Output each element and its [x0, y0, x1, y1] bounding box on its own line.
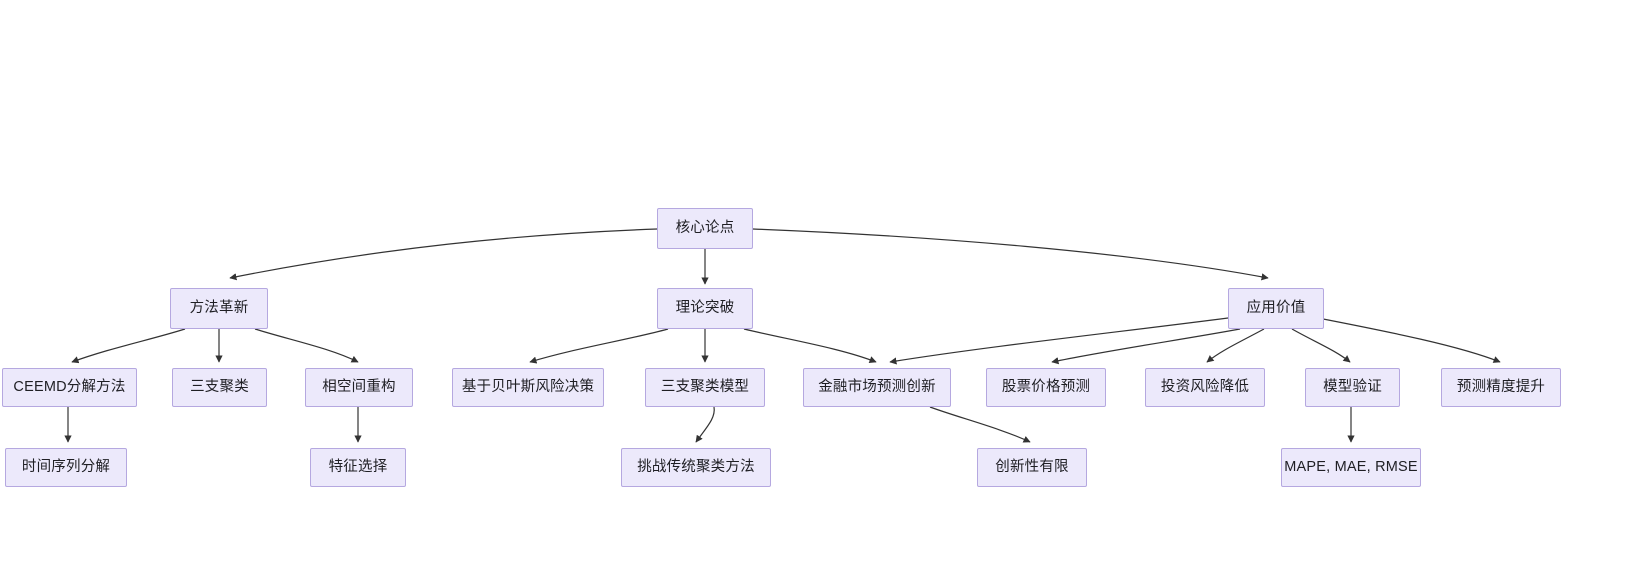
- node-label-bayes: 基于贝叶斯风险决策: [461, 379, 595, 396]
- edge-method-to-ceemd: [71, 328, 186, 364]
- edge-application-to-risk: [1206, 328, 1265, 363]
- edge-method-to-phase: [254, 328, 359, 363]
- node-bayes[interactable]: 基于贝叶斯风险决策: [452, 368, 604, 407]
- node-validate[interactable]: 模型验证: [1305, 368, 1400, 407]
- node-threeway[interactable]: 三支聚类: [172, 368, 267, 407]
- node-label-application: 应用价值: [1246, 300, 1306, 317]
- edge-application-to-validate: [1291, 328, 1351, 363]
- node-label-finance: 金融市场预测创新: [818, 379, 936, 396]
- node-twcmodel[interactable]: 三支聚类模型: [645, 368, 765, 407]
- node-label-tsdecomp: 时间序列分解: [21, 459, 111, 476]
- node-ceemd[interactable]: CEEMD分解方法: [2, 368, 137, 407]
- node-accuracy[interactable]: 预测精度提升: [1441, 368, 1561, 407]
- node-label-phase: 相空间重构: [322, 379, 396, 396]
- node-challenge[interactable]: 挑战传统聚类方法: [621, 448, 771, 487]
- node-label-stock: 股票价格预测: [1001, 379, 1091, 396]
- node-theory[interactable]: 理论突破: [657, 288, 753, 329]
- node-label-twcmodel: 三支聚类模型: [660, 379, 750, 396]
- node-limited[interactable]: 创新性有限: [977, 448, 1087, 487]
- node-phase[interactable]: 相空间重构: [305, 368, 413, 407]
- edge-application-to-accuracy: [1317, 317, 1501, 363]
- edge-finance-to-limited: [929, 406, 1031, 443]
- node-label-threeway: 三支聚类: [190, 379, 249, 396]
- edge-root-to-application: [752, 228, 1269, 281]
- edge-theory-to-bayes: [529, 328, 669, 364]
- node-label-validate: 模型验证: [1323, 379, 1382, 396]
- edge-theory-to-finance: [743, 328, 877, 364]
- node-label-ceemd: CEEMD分解方法: [13, 379, 126, 396]
- node-feature[interactable]: 特征选择: [310, 448, 406, 487]
- node-label-feature: 特征选择: [328, 459, 388, 476]
- node-label-risk: 投资风险降低: [1160, 379, 1250, 396]
- node-label-challenge: 挑战传统聚类方法: [637, 459, 755, 476]
- node-label-accuracy: 预测精度提升: [1456, 379, 1546, 396]
- node-root[interactable]: 核心论点: [657, 208, 753, 249]
- node-label-limited: 创新性有限: [995, 459, 1069, 476]
- node-application[interactable]: 应用价值: [1228, 288, 1324, 329]
- edge-application-to-stock: [1051, 328, 1241, 365]
- node-metrics[interactable]: MAPE, MAE, RMSE: [1281, 448, 1421, 487]
- edge-twcmodel-to-challenge: [695, 406, 715, 443]
- node-risk[interactable]: 投资风险降低: [1145, 368, 1265, 407]
- node-method[interactable]: 方法革新: [170, 288, 268, 329]
- edge-root-to-method: [229, 228, 658, 281]
- node-label-root: 核心论点: [675, 220, 735, 237]
- edge-application-to-finance: [889, 317, 1229, 365]
- node-finance[interactable]: 金融市场预测创新: [803, 368, 951, 407]
- node-label-method: 方法革新: [189, 300, 249, 317]
- node-tsdecomp[interactable]: 时间序列分解: [5, 448, 127, 487]
- node-label-metrics: MAPE, MAE, RMSE: [1284, 459, 1418, 476]
- node-stock[interactable]: 股票价格预测: [986, 368, 1106, 407]
- node-label-theory: 理论突破: [675, 300, 735, 317]
